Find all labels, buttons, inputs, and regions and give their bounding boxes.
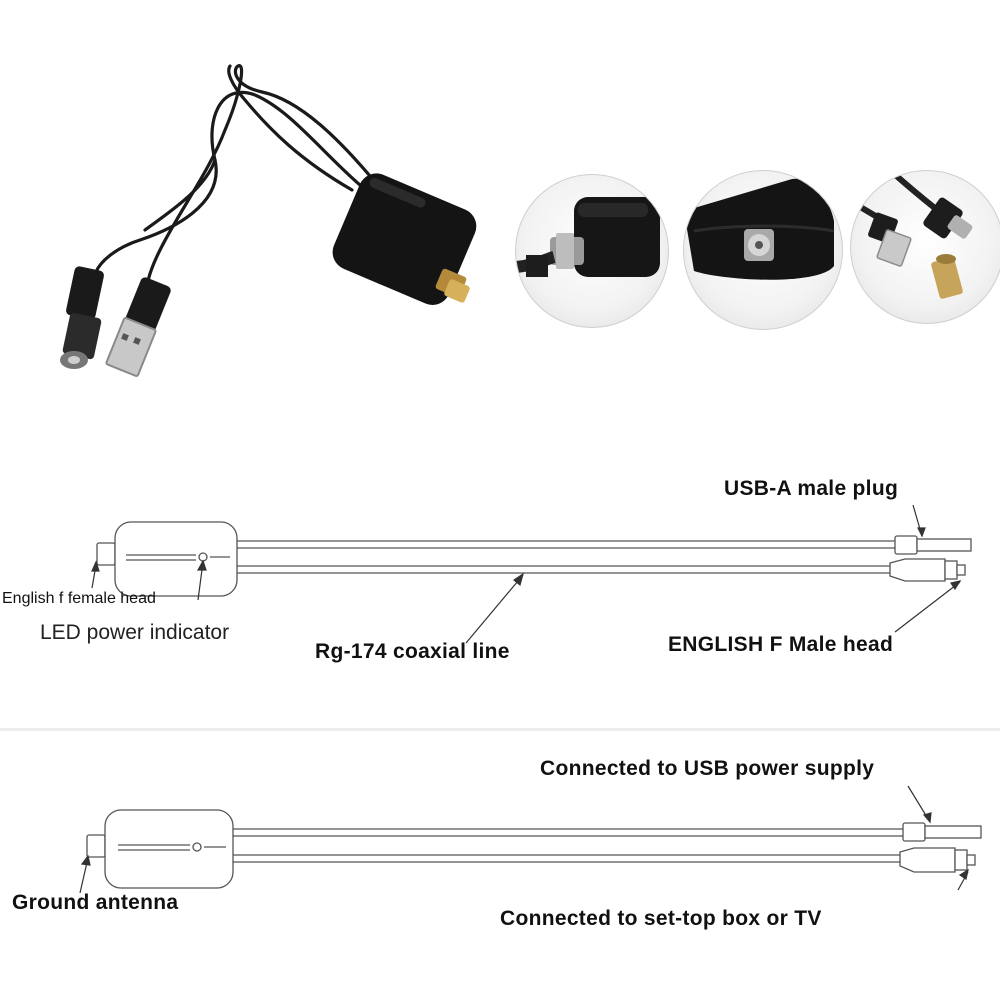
amplifier-product-photo xyxy=(60,64,477,377)
ground-antenna-label: Ground antenna xyxy=(12,891,179,914)
set-top-box-label: Connected to set-top box or TV xyxy=(500,907,822,930)
led-power-indicator-label: LED power indicator xyxy=(40,621,230,644)
f-female-port-detail-photo xyxy=(683,170,843,330)
usb-and-adapter-detail-photo xyxy=(850,170,1000,324)
f-female-head-label: English f female head xyxy=(2,590,156,607)
usb-power-supply-label: Connected to USB power supply xyxy=(540,757,875,780)
f-connector-detail-photo xyxy=(515,174,669,328)
section-divider xyxy=(0,728,1000,731)
f-male-head-label: ENGLISH F Male head xyxy=(668,633,894,656)
coaxial-line-label: Rg-174 coaxial line xyxy=(315,640,510,663)
usb-a-male-plug-label: USB-A male plug xyxy=(724,477,899,500)
